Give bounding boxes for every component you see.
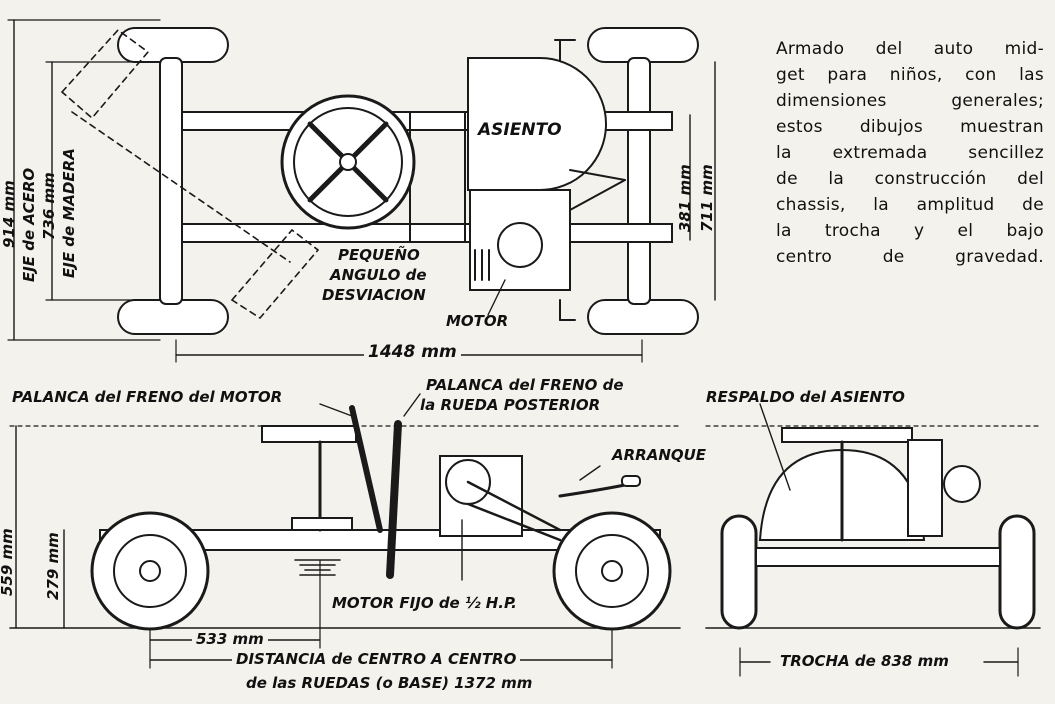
caption-line: dimensiones generales;	[776, 91, 1044, 111]
starter-handle	[558, 482, 632, 498]
dim-533-label: 533 mm	[192, 632, 268, 647]
deviated-front-wheel	[60, 28, 150, 120]
caption-line: la extremada sencillez	[776, 143, 1044, 163]
side-view-drawing	[9, 393, 681, 669]
rear-brake-label-line2: la RUEDA POSTERIOR	[420, 396, 601, 414]
dim-736-label: 736 mm	[40, 172, 58, 240]
side-motor	[439, 455, 523, 537]
starter-label: ARRANQUE	[612, 446, 707, 464]
motor-brake-lever	[349, 405, 383, 533]
caption-line: estos dibujos muestran	[776, 117, 1044, 137]
caption-line: get para niños, con las	[776, 65, 1044, 85]
rear-brake-lever	[386, 420, 402, 579]
rear-wheel-top	[587, 27, 699, 63]
motor-top-label: MOTOR	[446, 312, 509, 330]
motor-top	[469, 189, 571, 291]
motor-brake-label: PALANCA del FRENO del MOTOR	[12, 388, 283, 406]
rear-axle	[627, 57, 651, 305]
front-wheel-top	[117, 27, 229, 63]
backrest-label: RESPALDO del ASIENTO	[706, 388, 905, 406]
dim-711-label: 711 mm	[698, 164, 716, 232]
caption-line: chassis, la amplitud de	[776, 195, 1044, 215]
wheelbase-label-line1: DISTANCIA de CENTRO A CENTRO	[232, 652, 521, 667]
deviation-label-line3: DESVIACION	[322, 286, 426, 304]
side-seat	[261, 425, 357, 443]
caption-line: Armado del auto mid-	[776, 39, 1044, 59]
axle-wood-label: EJE de MADERA	[60, 148, 78, 278]
dim-914-label: 914 mm	[0, 180, 18, 248]
front-wheel-bottom	[117, 299, 229, 335]
seat-top-outline	[467, 57, 607, 191]
top-view-drawing	[7, 19, 716, 363]
dim-381-label: 381 mm	[676, 164, 694, 232]
rear-left-wheel	[720, 514, 758, 630]
dim-279-label: 279 mm	[44, 532, 62, 600]
frame-rail-bottom	[181, 223, 673, 243]
deviation-label-line1: PEQUEÑO	[338, 246, 420, 264]
caption-line: de la construcción del	[776, 169, 1044, 189]
rear-right-wheel	[998, 514, 1036, 630]
track-label: TROCHA de 838 mm	[776, 654, 953, 669]
wheelbase-label-line2: de las RUEDAS (o BASE) 1372 mm	[246, 674, 533, 692]
caption-text: Armado del auto mid- get para niños, con…	[776, 36, 1044, 270]
rear-brake-label-line1: PALANCA del FRENO de	[426, 376, 624, 394]
dim-559-label: 559 mm	[0, 528, 16, 596]
seat-label: ASIENTO	[478, 120, 562, 140]
caption-line: centro de gravedad.	[776, 247, 1044, 267]
rear-view-drawing	[705, 403, 1041, 677]
length-label: 1448 mm	[364, 344, 461, 361]
axle-steel-label: EJE de ACERO	[20, 167, 38, 282]
deviation-label-line2: ANGULO de	[330, 266, 427, 284]
caption-line: la trocha y el bajo	[776, 221, 1044, 241]
rear-axle-bar	[755, 547, 1001, 567]
motor-fixed-label: MOTOR FIJO de ½ H.P.	[332, 594, 517, 612]
rear-wheel-bottom	[587, 299, 699, 335]
